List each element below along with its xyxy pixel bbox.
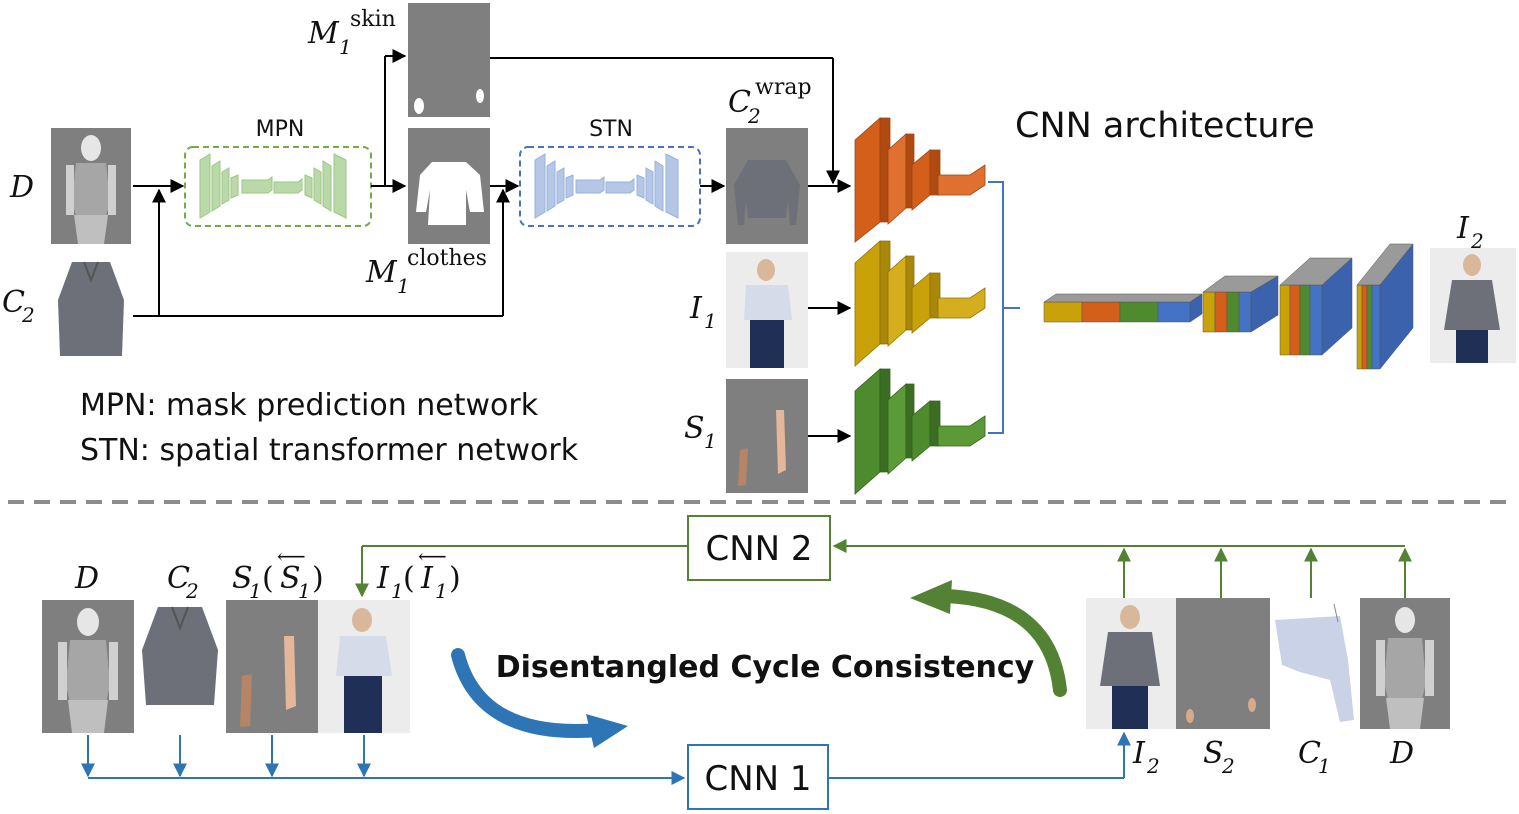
skin-mask-image (408, 3, 490, 117)
label-i2-top-sub: 2 (1470, 229, 1484, 253)
label-i1-bottom-lparen: ( (403, 561, 415, 596)
label-d-bottom: D (74, 561, 99, 596)
cycle-arrow-green-head (910, 580, 952, 614)
cnn1-label: CNN 1 (704, 759, 811, 799)
decoder-network (1043, 243, 1414, 370)
label-c1-bottom: C (1298, 736, 1321, 771)
dense-pose-image-d-right (1360, 598, 1450, 729)
label-s1-bottom-rparen: ) (312, 561, 324, 596)
label-i1-bottom: I (376, 561, 390, 596)
label-m-clothes-sup: clothes (407, 246, 487, 271)
person-image-i1-top (726, 252, 808, 368)
encoder-yellow (854, 240, 986, 367)
label-i1-flip-sub: 1 (435, 579, 448, 603)
label-c1-bottom-sub: 1 (1318, 754, 1331, 778)
label-s1-top: S (684, 411, 705, 446)
skin-image-s2 (1176, 598, 1270, 729)
label-s1-top-sub: 1 (704, 429, 717, 453)
clothes-mask-image (408, 128, 490, 244)
dense-pose-image-top (51, 128, 131, 244)
label-m-skin: M (307, 16, 340, 51)
cnn2-box (687, 515, 831, 581)
label-d-top: D (9, 170, 34, 205)
encoder-orange (854, 117, 986, 243)
label-c-wrap-sup: wrap (755, 75, 812, 100)
cnn1-box (687, 744, 829, 810)
cycle-arrow-blue-head (586, 714, 628, 748)
label-c-top-sub: 2 (21, 303, 35, 327)
label-i1-bottom-rparen: ) (449, 561, 461, 596)
cnn2-flow (355, 539, 1412, 598)
label-m-clothes: M (365, 255, 398, 290)
label-i1-bottom-sub: 1 (391, 579, 404, 603)
cycle-consistency-label: Disentangled Cycle Consistency (496, 650, 1035, 685)
label-i2-bottom-sub: 2 (1146, 754, 1160, 778)
stn-network (534, 153, 679, 219)
warped-clothes-image (726, 128, 808, 244)
label-c-top: C (2, 285, 25, 320)
label-i1-flip: I (420, 561, 434, 596)
cnn-architecture-title: CNN architecture (1015, 106, 1315, 146)
mpn-title: MPN (256, 117, 305, 142)
label-c2-bottom-sub: 2 (185, 579, 199, 603)
mpn-network (199, 153, 347, 219)
label-i1-flip-arrow: ⟵ (418, 544, 447, 568)
output-image-i2-top (1430, 248, 1516, 363)
legend-stn: STN: spatial transformer network (80, 433, 579, 468)
clothes-image-c2-top (51, 256, 131, 360)
cycle-arrow-blue (451, 648, 607, 738)
label-c-wrap: C (728, 85, 751, 120)
cycle-arrow-green (938, 589, 1067, 697)
encoder-green (854, 368, 986, 495)
clothes-image-c1 (1270, 598, 1360, 729)
label-m-skin-sub: 1 (339, 35, 352, 59)
stn-title: STN (589, 117, 633, 142)
label-m-clothes-sub: 1 (397, 274, 410, 298)
label-d-right: D (1389, 736, 1414, 771)
label-i1-top-sub: 1 (704, 309, 717, 333)
skin-image-s1-top (726, 379, 808, 493)
label-s2-bottom: S (1203, 736, 1224, 771)
person-image-i1-bottom (318, 600, 410, 733)
legend-mpn: MPN: mask prediction network (80, 388, 539, 423)
label-i2-bottom: I (1132, 736, 1146, 771)
label-s2-bottom-sub: 2 (1221, 754, 1235, 778)
label-c2-bottom: C (167, 561, 190, 596)
label-c-wrap-sub: 2 (747, 104, 761, 128)
dense-pose-image-bottom (42, 600, 134, 733)
skin-image-s1-bottom (226, 600, 318, 733)
cnn1-flow (81, 731, 1131, 785)
stn-box (519, 146, 701, 227)
label-s1-flip: S (280, 561, 301, 596)
output-image-i2-bottom (1086, 598, 1176, 729)
clothes-image-c2-bottom (134, 600, 226, 733)
label-i2-top: I (1456, 211, 1470, 246)
label-m-skin-sup: skin (350, 7, 396, 32)
label-s1-bottom: S (232, 561, 253, 596)
merge-bracket (988, 181, 1020, 434)
label-s1-bottom-sub: 1 (249, 579, 262, 603)
label-i1-top: I (689, 291, 703, 326)
label-s1-flip-sub: 1 (298, 579, 311, 603)
label-s1-bottom-lparen: ( (262, 561, 274, 596)
cnn2-label: CNN 2 (705, 529, 812, 569)
label-s1-flip-arrow: ⟵ (277, 544, 306, 568)
